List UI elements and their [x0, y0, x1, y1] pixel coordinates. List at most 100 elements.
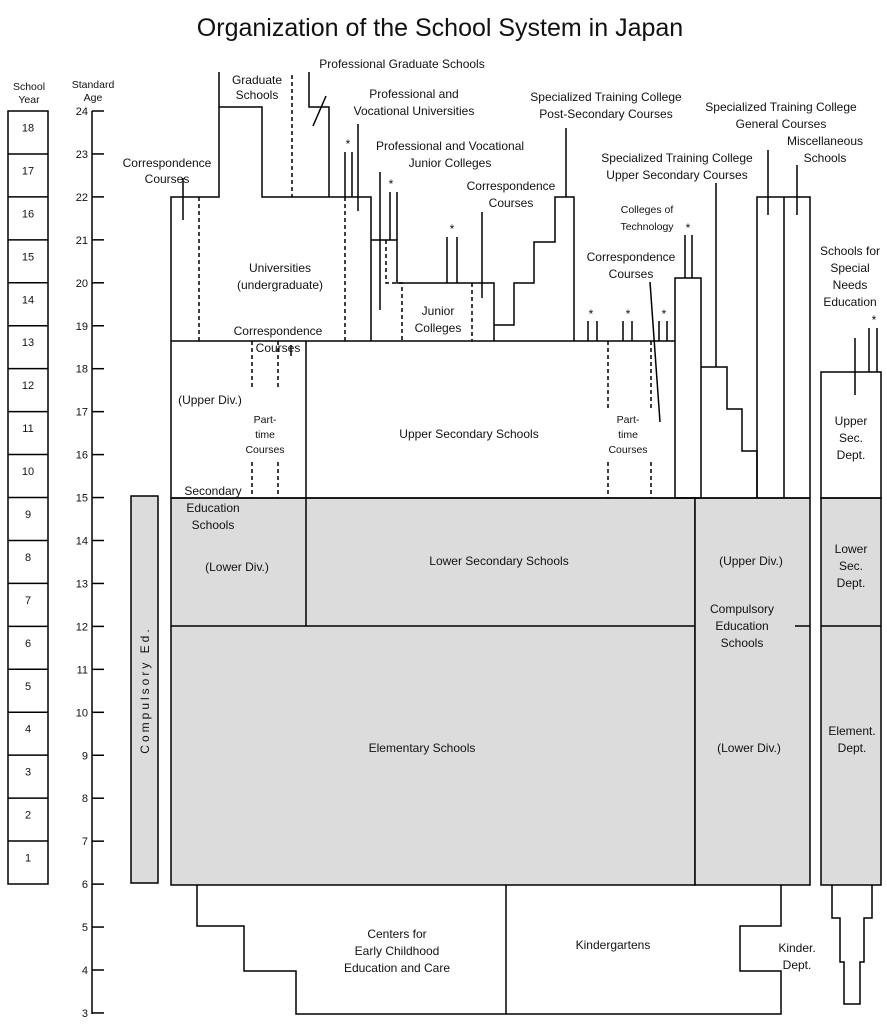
- special-needs-compulsory-block: [820, 497, 882, 886]
- diagram-title: Organization of the School System in Jap…: [197, 14, 683, 42]
- asterisk-mark: *: [662, 307, 667, 321]
- label-universities: Universities(undergraduate): [237, 261, 323, 292]
- junior-college-outline: [371, 239, 495, 341]
- school-year-cell: 12: [22, 380, 34, 392]
- school-year-cell: 8: [25, 552, 31, 564]
- label-elementary-schools: Elementary Schools: [369, 741, 476, 755]
- age-tick-label: 4: [82, 965, 88, 977]
- label-lower-div-right: (Lower Div.): [717, 741, 781, 755]
- stc-upper-secondary-outline: [701, 366, 758, 498]
- asterisk-mark: *: [686, 221, 691, 235]
- school-year-cell: 15: [22, 251, 34, 263]
- compulsory-main-block: [170, 497, 696, 886]
- age-tick-label: 15: [76, 493, 88, 505]
- age-tick-label: 23: [76, 149, 88, 161]
- age-tick-label: 16: [76, 450, 88, 462]
- age-tick-label: 19: [76, 321, 88, 333]
- school-year-cell: 14: [22, 294, 34, 306]
- age-tick-label: 14: [76, 536, 88, 548]
- school-year-cell: 13: [22, 337, 34, 349]
- asterisk-mark: *: [872, 313, 877, 327]
- asterisk-mark: *: [626, 307, 631, 321]
- age-tick-label: 8: [82, 793, 88, 805]
- label-lower-div-left: (Lower Div.): [205, 560, 269, 574]
- school-year-cell: 16: [22, 208, 34, 220]
- age-tick-label: 17: [76, 407, 88, 419]
- school-year-cell: 2: [25, 810, 31, 822]
- asterisk-mark: *: [450, 222, 455, 236]
- label-upper-div: (Upper Div.): [178, 393, 242, 407]
- school-year-cell: 9: [25, 509, 31, 521]
- age-tick-label: 7: [82, 836, 88, 848]
- label-professional-graduate-schools: Professional Graduate Schools: [319, 57, 484, 71]
- special-needs-upper-box: [820, 371, 882, 499]
- professional-graduate-step: [308, 72, 330, 197]
- age-tick-label: 9: [82, 750, 88, 762]
- compulsory-shading: [130, 495, 882, 886]
- school-year-cell: 3: [25, 767, 31, 779]
- school-year-cell: 7: [25, 595, 31, 607]
- school-year-cell: 1: [25, 853, 31, 865]
- early-childhood-outline: [196, 885, 782, 1015]
- school-year-cell: 10: [22, 466, 34, 478]
- university-outline: [170, 106, 372, 341]
- prof-grad-pointer: [312, 95, 327, 127]
- age-tick-label: 5: [82, 922, 88, 934]
- school-year-cell: 17: [22, 165, 34, 177]
- compulsory-ed-bar: [130, 495, 159, 884]
- school-year-cell: 6: [25, 638, 31, 650]
- school-year-cell: 5: [25, 681, 31, 693]
- school-year-cell: 18: [22, 122, 34, 134]
- asterisk-mark: *: [346, 137, 351, 151]
- asterisk-mark: *: [389, 177, 394, 191]
- label-element-dept: Element.Dept.: [828, 724, 875, 755]
- age-tick-label: 20: [76, 278, 88, 290]
- age-tick-label: 18: [76, 364, 88, 376]
- colleges-of-technology-box: [674, 277, 702, 499]
- label-upper-div-right: (Upper Div.): [719, 554, 783, 568]
- school-year-cell: 4: [25, 724, 31, 736]
- age-tick-label: 11: [77, 664, 88, 676]
- stc-post-secondary-outline: [494, 196, 575, 341]
- age-tick-label: 21: [76, 235, 88, 247]
- school-year-cells: 18 17 16 15 14 13 12 11 10 9 8 7 6 5 4 3 2 1: [8, 122, 48, 865]
- school-year-cell: 11: [22, 423, 33, 435]
- age-tick-label: 12: [76, 621, 88, 633]
- label-kinder-dept: Kinder.Dept.: [778, 941, 815, 972]
- compulsory-ed-label: Compulsory Ed.: [138, 626, 152, 753]
- asterisk-marks: * * * * * * * *: [346, 137, 877, 327]
- kinder-dept-outline: [831, 885, 873, 1005]
- age-tick-label: 13: [76, 578, 88, 590]
- age-tick-label: 24: [76, 106, 88, 118]
- asterisk-mark: *: [589, 307, 594, 321]
- age-tick-label: 10: [76, 707, 88, 719]
- label-upper-secondary-schools: Upper Secondary Schools: [399, 427, 538, 441]
- pvjc-dashed: [385, 240, 403, 341]
